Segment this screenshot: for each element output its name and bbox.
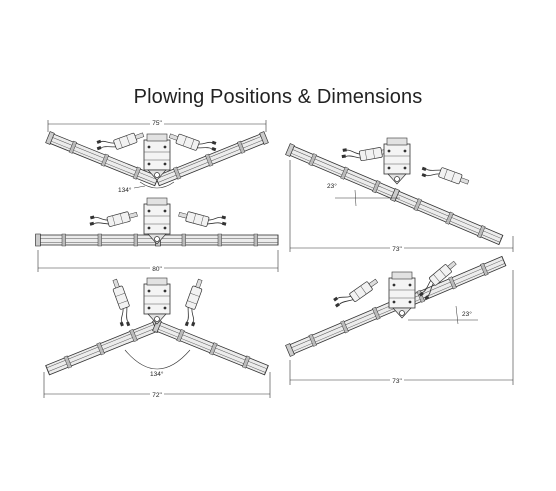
dimension-label-75: 75" xyxy=(152,120,162,127)
dimension-label-72: 72" xyxy=(152,392,162,399)
angle-label-23-left: 23° xyxy=(327,182,337,190)
angle-label-134-top: 134° xyxy=(118,186,132,194)
page-title: Plowing Positions & Dimensions xyxy=(133,86,423,108)
angle-label-23-right: 23° xyxy=(462,310,472,318)
dimension-label-80: 80" xyxy=(152,266,162,273)
diagram-straight: 80" xyxy=(35,197,279,273)
diagram-scoop: 75" 134° xyxy=(45,118,269,194)
diagram-angle-left: 23° 73" xyxy=(285,137,514,253)
diagram-vee: 134° 72" xyxy=(43,277,271,399)
diagram-angle-right: 23° 73" xyxy=(285,255,514,385)
dimension-label-73-left: 73" xyxy=(392,246,402,253)
angle-label-134-bottom: 134° xyxy=(150,370,164,378)
dimension-label-73-right: 73" xyxy=(392,378,402,385)
